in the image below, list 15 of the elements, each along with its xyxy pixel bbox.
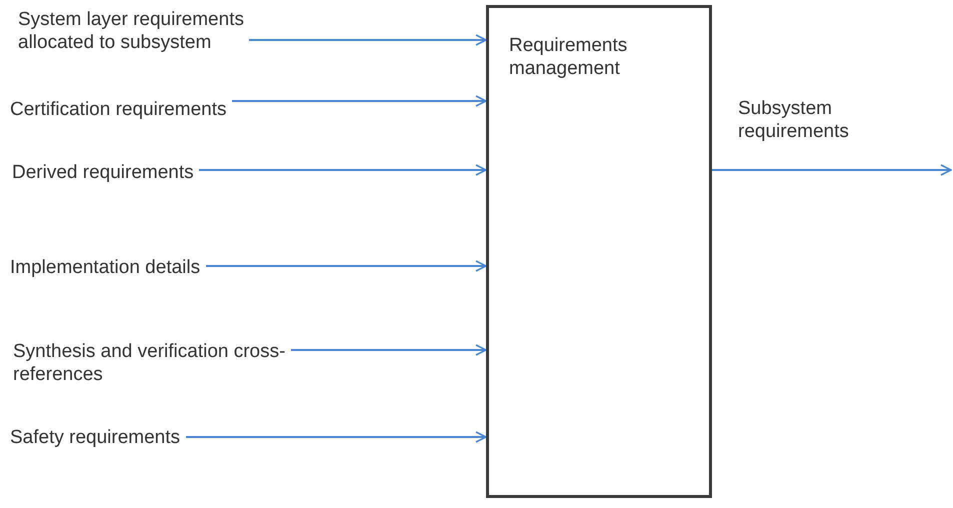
- input-label: Certification requirements: [10, 98, 228, 121]
- arrow: [199, 164, 487, 176]
- process-box: [486, 5, 712, 498]
- arrow: [249, 34, 487, 46]
- arrow: [712, 164, 952, 176]
- input-label: Derived requirements: [12, 161, 195, 184]
- input-label: System layer requirements allocated to subsystem: [18, 8, 245, 54]
- input-label: Synthesis and verification cross-references: [13, 340, 286, 386]
- arrow: [291, 344, 487, 356]
- input-label: Implementation details: [10, 256, 202, 279]
- input-label: Safety requirements: [10, 426, 182, 449]
- box-title: Requirements management: [509, 34, 628, 80]
- arrow: [186, 431, 487, 443]
- arrow: [206, 260, 487, 272]
- arrow: [232, 95, 487, 107]
